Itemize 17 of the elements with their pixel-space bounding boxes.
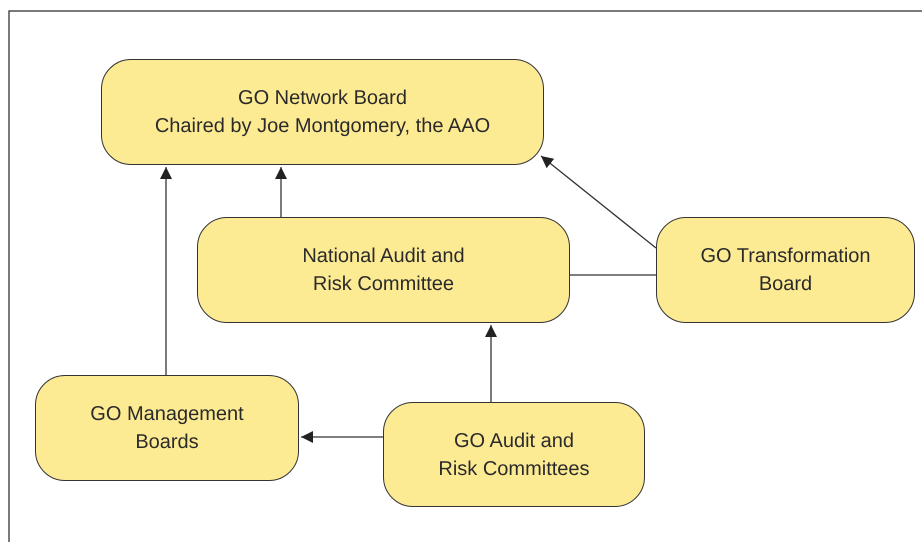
rounded-box: [35, 375, 299, 481]
arrow: [485, 325, 497, 402]
arrow: [160, 167, 172, 375]
arrow: [275, 167, 287, 217]
rounded-box: [197, 217, 570, 323]
arrow: [301, 431, 383, 443]
rounded-box: [656, 217, 915, 323]
arrow: [540, 156, 656, 248]
box-title: GO Network Board: [238, 86, 407, 111]
box-title: GO Transformation Board: [699, 244, 872, 297]
box-subtitle: Chaired by Joe Montgomery, the AAO: [154, 114, 490, 139]
connector-line: [570, 274, 656, 276]
box-title: National Audit and Risk Committee: [301, 244, 466, 297]
rounded-box: [101, 59, 544, 165]
box-title: GO Management Boards: [89, 402, 245, 455]
box-title: GO Audit and Risk Committees: [437, 428, 591, 482]
rounded-box: [383, 402, 645, 507]
